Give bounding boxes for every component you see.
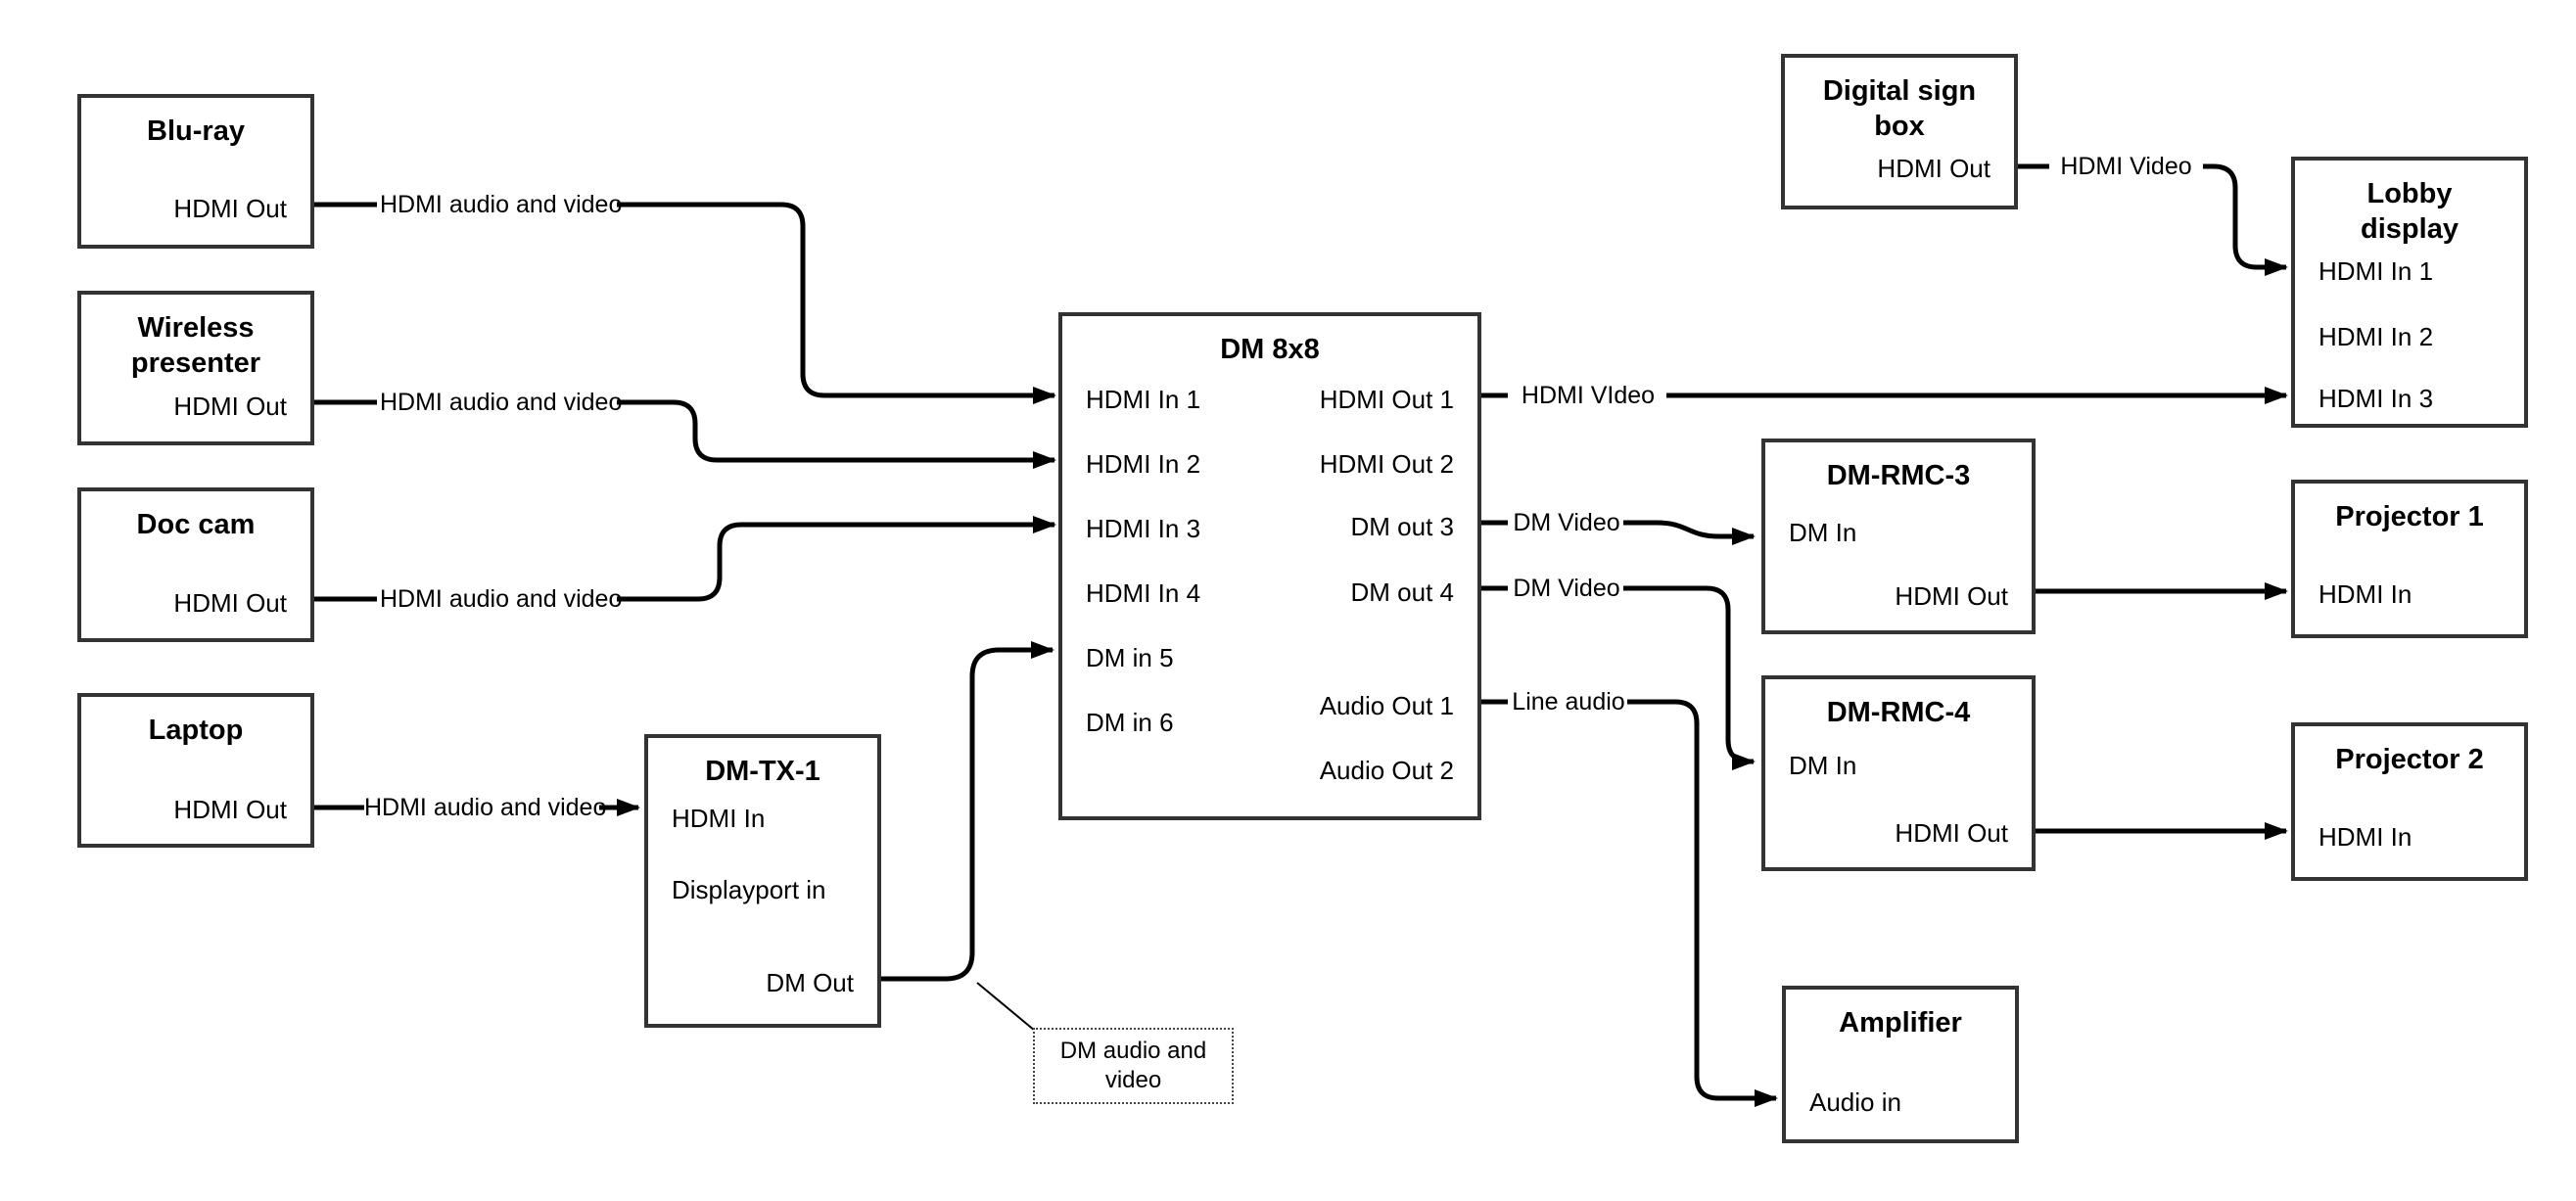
node-lobby-display-title: Lobby display bbox=[2361, 178, 2459, 245]
port-lobby-hdmi-in-3: HDMI In 3 bbox=[2318, 384, 2434, 413]
port-dmtx1-hdmi-in: HDMI In bbox=[672, 804, 766, 833]
node-dm-rmc-3-title: DM-RMC-3 bbox=[1826, 460, 1971, 491]
port-sign-hdmi-out: HDMI Out bbox=[1877, 154, 1991, 183]
node-bluray: Blu-ray HDMI Out bbox=[77, 94, 314, 249]
edge-label-hdmi-out-1: HDMI VIdeo bbox=[1521, 382, 1656, 409]
node-doc-cam: Doc cam HDMI Out bbox=[77, 487, 314, 642]
port-dm8x8-hdmi-in-1: HDMI In 1 bbox=[1086, 385, 1201, 414]
port-proj2-hdmi-in: HDMI In bbox=[2318, 822, 2412, 852]
node-amplifier: Amplifier Audio in bbox=[1782, 986, 2019, 1143]
edge-dm-out-4-to-rmc4 bbox=[1623, 585, 1756, 770]
node-laptop-title: Laptop bbox=[148, 715, 244, 746]
edge-label-dm-out-3: DM Video bbox=[1513, 509, 1620, 536]
node-projector-1-title: Projector 1 bbox=[2335, 501, 2484, 532]
edge-doccam-to-hdmi-in-3 bbox=[617, 516, 1056, 602]
node-dm-tx-1: DM-TX-1 HDMI In Displayport in DM Out bbox=[644, 734, 881, 1028]
node-amplifier-title: Amplifier bbox=[1839, 1007, 1962, 1039]
port-dm8x8-dm-out-3: DM out 3 bbox=[1350, 512, 1455, 541]
node-dm-rmc-3: DM-RMC-3 DM In HDMI Out bbox=[1761, 439, 2036, 634]
node-lobby-display: Lobby display HDMI In 1 HDMI In 2 HDMI I… bbox=[2291, 157, 2528, 428]
edge-label-sign: HDMI Video bbox=[2060, 153, 2192, 180]
edge-dm-out-3-to-rmc3 bbox=[1623, 520, 1756, 545]
port-dm8x8-hdmi-in-2: HDMI In 2 bbox=[1086, 449, 1201, 479]
edge-label-dm-out-4: DM Video bbox=[1513, 575, 1620, 602]
node-digital-sign-box-title: Digital sign box bbox=[1822, 75, 1977, 142]
port-bluray-hdmi-out: HDMI Out bbox=[173, 194, 287, 223]
port-dm8x8-dm-in-5: DM in 5 bbox=[1086, 643, 1174, 672]
node-dm-8x8: DM 8x8 HDMI In 1 HDMI In 2 HDMI In 3 HDM… bbox=[1058, 312, 1481, 820]
node-dm-rmc-4: DM-RMC-4 DM In HDMI Out bbox=[1761, 675, 2036, 871]
port-dm8x8-hdmi-in-3: HDMI In 3 bbox=[1086, 514, 1201, 543]
node-bluray-title: Blu-ray bbox=[147, 115, 245, 147]
port-dm8x8-hdmi-in-4: HDMI In 4 bbox=[1086, 578, 1201, 608]
port-rmc4-hdmi-out: HDMI Out bbox=[1895, 818, 2008, 848]
node-projector-1: Projector 1 HDMI In bbox=[2291, 480, 2528, 638]
edge-bluray-to-hdmi-in-1 bbox=[617, 202, 1056, 404]
edge-label-doccam: HDMI audio and video bbox=[380, 585, 623, 613]
port-dm8x8-hdmi-out-2: HDMI Out 2 bbox=[1319, 449, 1454, 479]
port-lobby-hdmi-in-1: HDMI In 1 bbox=[2318, 256, 2434, 286]
edge-label-audio-out-1: Line audio bbox=[1512, 688, 1625, 716]
port-doccam-hdmi-out: HDMI Out bbox=[173, 588, 287, 618]
port-dmtx1-dm-out: DM Out bbox=[766, 968, 854, 997]
edge-label-laptop: HDMI audio and video bbox=[364, 794, 607, 821]
port-dm8x8-dm-out-4: DM out 4 bbox=[1350, 577, 1455, 607]
port-rmc3-dm-in: DM In bbox=[1789, 518, 1857, 547]
edge-sign-to-lobby-in-1 bbox=[2203, 163, 2288, 276]
node-dm-rmc-4-title: DM-RMC-4 bbox=[1826, 697, 1971, 728]
port-rmc3-hdmi-out: HDMI Out bbox=[1895, 581, 2008, 611]
port-proj1-hdmi-in: HDMI In bbox=[2318, 579, 2412, 609]
port-lobby-hdmi-in-2: HDMI In 2 bbox=[2318, 322, 2434, 351]
port-rmc4-dm-in: DM In bbox=[1789, 751, 1857, 780]
node-laptop: Laptop HDMI Out bbox=[77, 693, 314, 848]
node-dm-tx-1-title: DM-TX-1 bbox=[705, 756, 820, 787]
callout-dm-audio-and-video: DM audio and video bbox=[1033, 1028, 1234, 1104]
port-dm8x8-audio-out-1: Audio Out 1 bbox=[1319, 691, 1454, 720]
edge-label-wireless: HDMI audio and video bbox=[380, 389, 623, 416]
node-wireless-presenter-title: Wireless presenter bbox=[130, 312, 261, 379]
edge-audio-out-1-to-amp bbox=[1627, 699, 1778, 1107]
edge-dmtx1-callout-line bbox=[976, 982, 1036, 1032]
node-dm-8x8-title: DM 8x8 bbox=[1220, 334, 1320, 365]
node-digital-sign-box: Digital sign box HDMI Out bbox=[1781, 54, 2018, 209]
node-projector-2-title: Projector 2 bbox=[2335, 744, 2484, 775]
port-wireless-hdmi-out: HDMI Out bbox=[173, 392, 287, 421]
port-dmtx1-displayport-in: Displayport in bbox=[672, 875, 826, 904]
edge-label-bluray: HDMI audio and video bbox=[380, 191, 623, 218]
port-dm8x8-audio-out-2: Audio Out 2 bbox=[1319, 756, 1454, 785]
node-wireless-presenter: Wireless presenter HDMI Out bbox=[77, 291, 314, 445]
edge-wireless-to-hdmi-in-2 bbox=[617, 399, 1056, 469]
node-projector-2: Projector 2 HDMI In bbox=[2291, 722, 2528, 881]
port-dm8x8-dm-in-6: DM in 6 bbox=[1086, 708, 1174, 737]
port-dm8x8-hdmi-out-1: HDMI Out 1 bbox=[1319, 385, 1454, 414]
port-amp-audio-in: Audio in bbox=[1809, 1087, 1901, 1117]
port-laptop-hdmi-out: HDMI Out bbox=[173, 795, 287, 824]
edge-dmtx1-to-dm-in-5 bbox=[881, 641, 1054, 982]
node-doc-cam-title: Doc cam bbox=[136, 509, 256, 540]
